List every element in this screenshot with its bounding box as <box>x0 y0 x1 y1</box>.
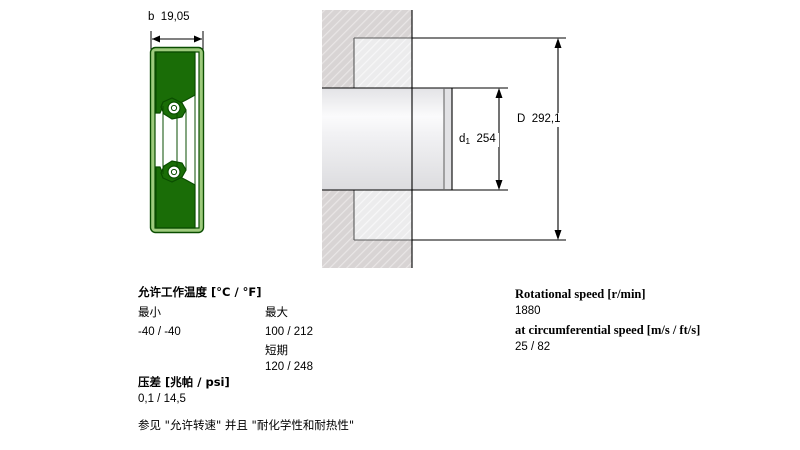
shaft-body <box>322 88 444 190</box>
housing-outlines <box>322 10 453 268</box>
outer-diameter-value: 292,1 <box>531 113 561 125</box>
housing-recess-bottom <box>354 190 412 240</box>
temperature-heading: 允许工作温度 [°C / °F] <box>138 285 262 299</box>
seal-cross-section-drawing: b 19,05 <box>0 0 300 270</box>
rotational-speed-value: 1880 <box>515 305 541 317</box>
outer-diameter-label: D 292,1 <box>514 113 564 127</box>
garter-spring-top-inner <box>170 104 178 112</box>
seal-width-arrow-right <box>194 35 202 43</box>
housing-svg <box>322 10 566 268</box>
seal-width-symbol: b <box>148 11 155 23</box>
seal-svg <box>149 31 205 234</box>
temperature-min-value: -40 / -40 <box>138 326 181 338</box>
temperature-max-column-label: 最大 <box>265 305 288 319</box>
garter-spring-bottom-inner <box>170 168 178 176</box>
shaft-diameter-subscript: 1 <box>465 136 471 146</box>
temperature-short-term-label: 短期 <box>265 343 288 357</box>
outer-diameter-dimension-line <box>554 38 562 240</box>
rotational-speed-heading: Rotational speed [r/min] <box>515 287 646 301</box>
shaft-diameter-label: d1 254 <box>456 133 499 147</box>
outer-diameter-symbol: D <box>517 113 526 125</box>
shaft-diameter-dimension-line <box>495 88 503 190</box>
seal-width-arrow-left <box>152 35 160 43</box>
temperature-short-term-value: 120 / 248 <box>265 361 313 373</box>
temperature-min-column-label: 最小 <box>138 305 161 319</box>
housing-bottom-block <box>354 240 412 268</box>
seal-construction-lines <box>162 95 196 185</box>
shaft-diameter-symbol: d <box>459 133 466 145</box>
circumferential-speed-value: 25 / 82 <box>515 341 551 353</box>
shaft-end-face <box>444 88 452 190</box>
specification-note: 参见 "允许转速" 并且 "耐化学性和耐热性" <box>138 418 355 432</box>
pressure-heading: 压差 [兆帕 / psi] <box>138 375 230 389</box>
dimension-extension-lines <box>412 37 566 241</box>
housing-recess-top <box>354 38 412 88</box>
seal-width-value: 19,05 <box>160 11 190 23</box>
seal-width-dimension-label: b 19,05 <box>148 11 190 24</box>
housing-shaft-drawing: D 292,1 d1 254 <box>300 0 800 280</box>
pressure-value: 0,1 / 14,5 <box>138 393 186 405</box>
temperature-max-value: 100 / 212 <box>265 326 313 338</box>
circumferential-speed-heading: at circumferential speed [m/s / ft/s] <box>515 323 701 337</box>
shaft-diameter-value: 254 <box>476 133 496 145</box>
housing-top-block <box>354 10 412 38</box>
seal-case-inner-outline <box>154 51 200 229</box>
